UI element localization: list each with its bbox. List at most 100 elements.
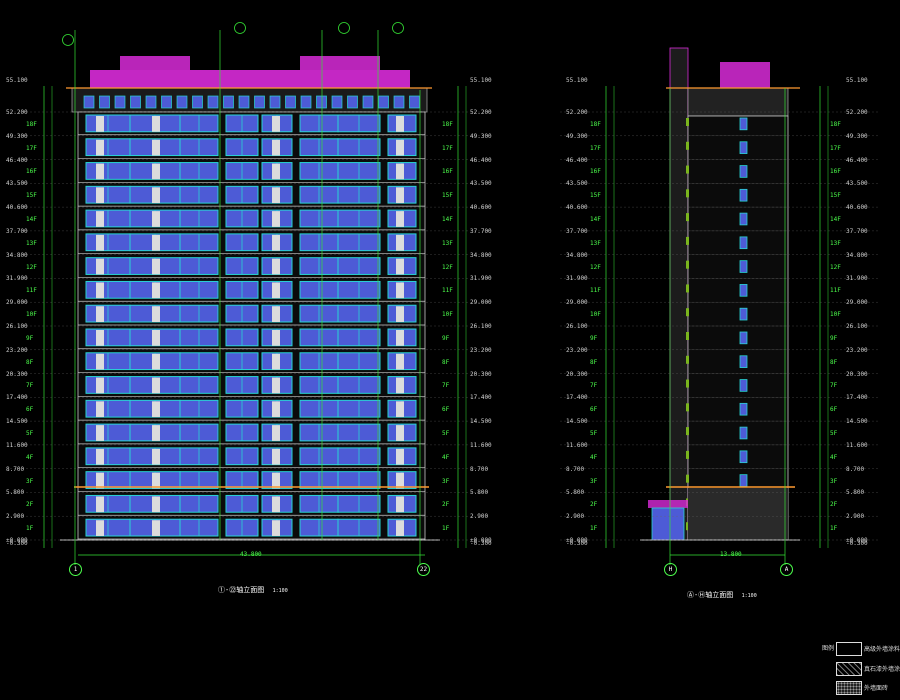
floor-label: 1F	[830, 525, 838, 533]
level-elevation-label: 2.900	[846, 513, 865, 521]
front-elevation	[10, 22, 490, 565]
front-balcony-panel	[152, 139, 160, 156]
level-elevation-label: 29.000	[846, 299, 868, 307]
front-balcony-panel	[152, 377, 160, 394]
floor-label: 15F	[590, 192, 601, 200]
floor-label: 1F	[26, 525, 34, 533]
level-elevation-label: 52.200	[846, 109, 868, 116]
front-elevation-caption: ①-㉒轴立面图 1:100	[218, 586, 288, 594]
level-elevation-label: 14.500	[566, 418, 588, 426]
front-overall-width: 43.800	[240, 551, 262, 558]
level-elevation-label: 34.800	[846, 251, 868, 259]
floor-label: 12F	[830, 263, 841, 271]
level-elevation-label: 43.500	[566, 180, 588, 188]
floor-label: 5F	[442, 430, 450, 437]
level-elevation-label: 31.900	[566, 275, 588, 283]
floor-label: 7F	[442, 382, 450, 390]
floor-label: 4F	[442, 453, 450, 461]
front-balcony-panel	[396, 282, 404, 299]
legend-label: 真石漆外墙涂料	[864, 666, 900, 673]
level-elevation-label: 46.400	[470, 156, 492, 164]
level-elevation-label: 55.100	[566, 77, 588, 84]
front-parapet-window	[300, 95, 312, 109]
level-elevation-label: 5.800	[846, 489, 865, 497]
front-axis-bubble	[338, 22, 350, 34]
side-entrance-canopy	[648, 500, 688, 508]
side-vent	[686, 308, 689, 317]
side-vent	[686, 450, 689, 459]
level-elevation-label: 55.100	[6, 77, 28, 84]
floor-label: 10F	[442, 311, 453, 319]
front-balcony-panel	[396, 520, 404, 536]
side-window	[739, 355, 748, 368]
front-balcony-panel	[272, 211, 280, 227]
floor-label: 15F	[26, 192, 37, 200]
side-vent	[686, 332, 689, 340]
side-window	[739, 379, 748, 392]
legend-item-hatch: 真石漆外墙涂料	[818, 660, 900, 678]
side-elevation-caption: Ⓐ-Ⓗ轴立面图 1:100	[687, 591, 757, 599]
level-elevation-label: 37.700	[470, 227, 492, 235]
front-balcony-panel	[396, 139, 404, 156]
front-parapet-window	[207, 95, 219, 109]
front-parapet-window	[99, 95, 110, 109]
front-balcony-panel	[96, 330, 104, 346]
level-elevation-label: -0.300	[470, 540, 492, 547]
floor-label: 11F	[830, 287, 841, 295]
front-balcony-panel	[152, 448, 160, 465]
level-elevation-label: 26.100	[566, 323, 588, 330]
front-balcony-panel	[396, 425, 404, 441]
front-parapet-window	[83, 95, 95, 109]
level-elevation-label: 17.400	[6, 394, 28, 402]
floor-label: 16F	[26, 168, 37, 176]
floor-label: 4F	[26, 453, 34, 461]
front-balcony-panel	[96, 377, 104, 394]
side-window	[739, 260, 748, 273]
legend-swatch-dots	[836, 681, 862, 695]
front-balcony-panel	[152, 234, 160, 251]
front-parapet-window	[393, 95, 405, 109]
level-elevation-label: 8.700	[6, 465, 25, 473]
level-elevation-label: 40.600	[6, 204, 28, 212]
floor-label: 7F	[26, 382, 34, 390]
floor-label: 10F	[830, 311, 841, 319]
floor-label: 2F	[26, 501, 34, 509]
front-parapet-window	[192, 95, 203, 109]
floor-label: 16F	[442, 168, 453, 176]
side-window	[739, 212, 748, 226]
front-parapet-window	[145, 95, 157, 109]
floor-label: 7F	[830, 382, 838, 390]
front-parapet-window	[161, 95, 172, 109]
front-balcony-panel	[152, 306, 160, 322]
side-vent	[686, 379, 689, 388]
side-vent	[686, 236, 689, 245]
front-balcony-panel	[96, 472, 104, 489]
front-balcony-panel	[396, 353, 404, 370]
level-elevation-label: 46.400	[6, 156, 28, 164]
front-balcony-panel	[396, 116, 404, 132]
level-elevation-label: 26.100	[6, 323, 28, 330]
side-window	[739, 474, 748, 487]
level-elevation-label: 11.600	[846, 441, 868, 449]
side-axis-left-bubble: H	[664, 563, 677, 576]
front-axis-bubble	[234, 22, 246, 34]
level-elevation-label: 46.400	[566, 156, 588, 164]
floor-label: 8F	[26, 358, 34, 366]
side-facade	[687, 115, 789, 541]
front-balcony-panel	[396, 401, 404, 418]
floor-label: 4F	[830, 453, 838, 461]
floor-label: 11F	[590, 287, 601, 295]
front-balcony-panel	[272, 401, 280, 418]
side-vent	[686, 213, 689, 222]
floor-label: 1F	[590, 525, 598, 533]
front-parapet-window	[409, 95, 420, 109]
floor-label: 7F	[590, 382, 598, 390]
front-balcony-panel	[152, 353, 160, 370]
level-elevation-label: 2.900	[6, 513, 25, 521]
front-roof-stair-left	[120, 56, 190, 70]
floor-label: 18F	[26, 120, 37, 128]
front-balcony-panel	[272, 306, 280, 322]
floor-label: 14F	[590, 216, 601, 223]
front-balcony-panel	[96, 116, 104, 132]
front-balcony-panel	[272, 139, 280, 156]
